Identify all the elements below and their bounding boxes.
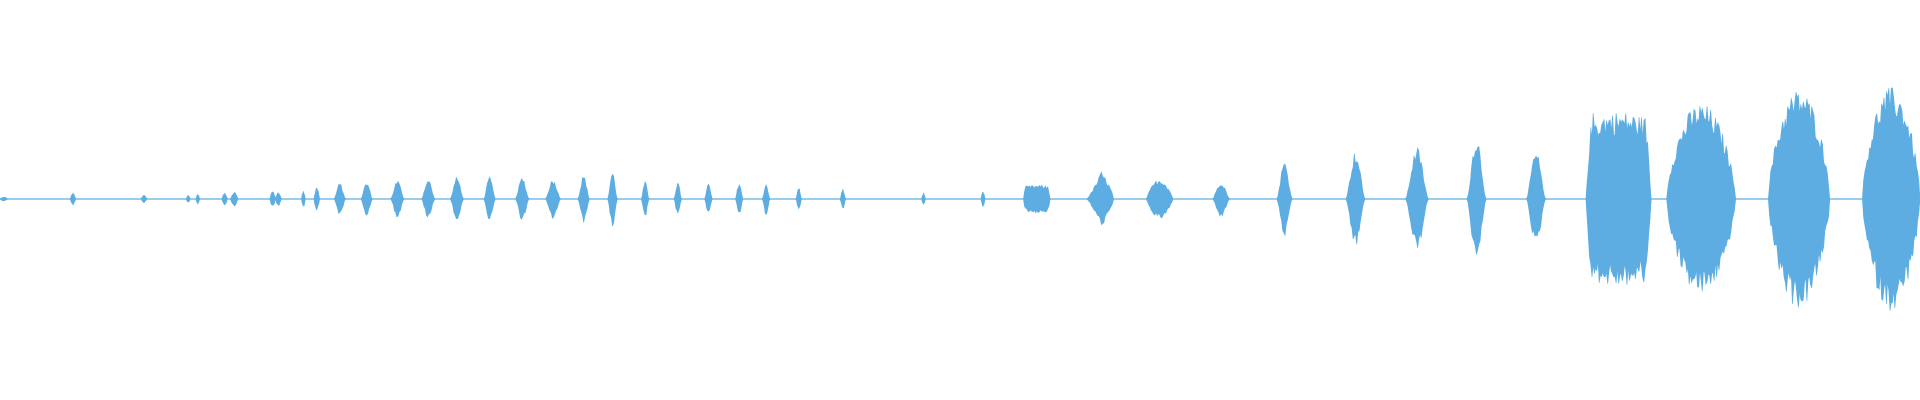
waveform-burst: [1585, 113, 1652, 285]
waveform-burst: [1023, 184, 1051, 214]
waveform-burst: [795, 188, 802, 210]
waveform-burst: [195, 194, 201, 205]
waveform-burst: [1862, 87, 1920, 311]
waveform-bursts: [0, 87, 1920, 311]
waveform-burst: [230, 192, 239, 207]
waveform-burst: [1212, 185, 1231, 217]
waveform-burst: [577, 177, 590, 223]
waveform-burst: [735, 184, 744, 213]
waveform-burst: [69, 192, 77, 206]
waveform-burst: [1345, 153, 1366, 245]
waveform-burst: [449, 176, 465, 219]
waveform-burst: [390, 180, 405, 218]
waveform-burst: [1405, 147, 1429, 248]
waveform-burst: [839, 188, 847, 209]
waveform-burst: [761, 184, 771, 216]
waveform-burst: [515, 177, 530, 220]
waveform-burst: [275, 192, 282, 206]
waveform-burst: [140, 195, 148, 204]
waveform-burst: [1276, 163, 1293, 237]
waveform-burst: [704, 183, 713, 212]
waveform-burst: [1526, 155, 1546, 237]
waveform-burst: [980, 191, 986, 207]
waveform-burst: [1767, 92, 1831, 308]
waveform-burst: [544, 181, 561, 219]
waveform-burst: [673, 182, 682, 214]
waveform-burst: [360, 184, 373, 216]
waveform-burst: [0, 196, 9, 202]
waveform-burst: [921, 192, 926, 205]
waveform-burst: [1145, 180, 1174, 219]
waveform-burst: [1466, 146, 1487, 255]
waveform-burst: [301, 191, 306, 207]
waveform-burst: [607, 173, 618, 227]
waveform-burst: [313, 187, 321, 211]
waveform-burst: [221, 193, 228, 206]
waveform-burst: [333, 184, 346, 215]
waveform-burst: [483, 176, 496, 220]
waveform-burst: [185, 194, 191, 203]
waveform-burst: [1666, 106, 1737, 292]
waveform-burst: [640, 181, 650, 216]
waveform-burst: [421, 181, 436, 218]
waveform-burst: [1086, 171, 1114, 226]
